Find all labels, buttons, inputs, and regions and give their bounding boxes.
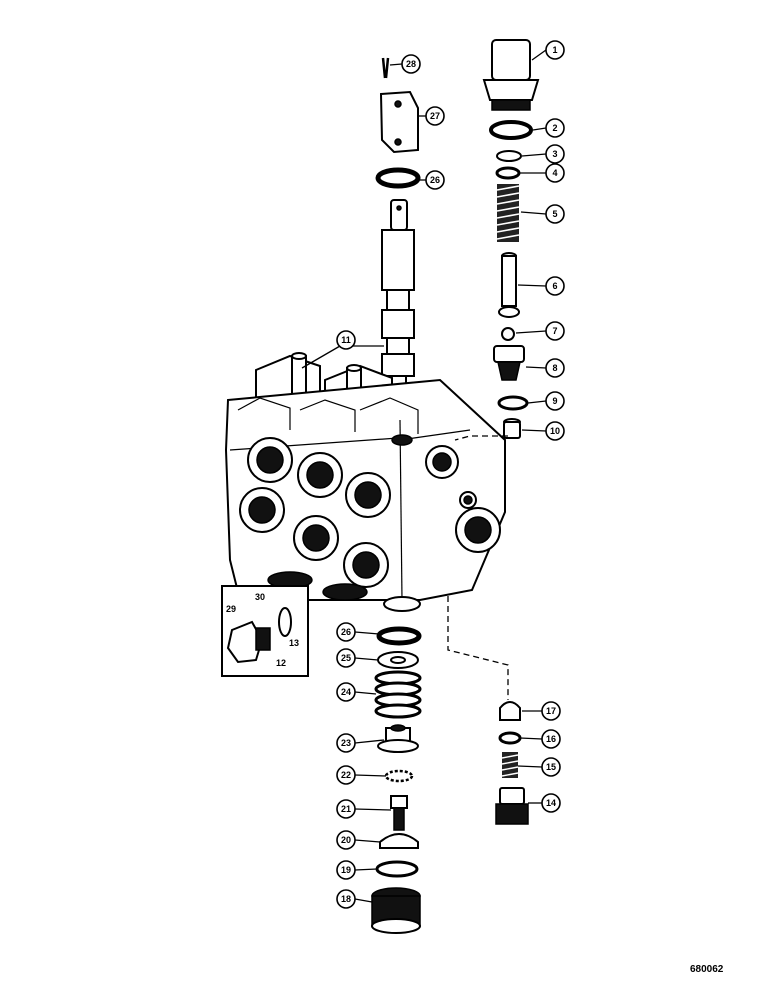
part-cap bbox=[482, 39, 540, 111]
callout-11: 11 bbox=[336, 330, 356, 350]
part-ring bbox=[496, 150, 522, 162]
svg-text:1: 1 bbox=[552, 45, 557, 55]
svg-text:18: 18 bbox=[341, 894, 351, 904]
part-seal-lower bbox=[376, 626, 422, 646]
inset-label-29: 29 bbox=[226, 604, 236, 614]
callout-19: 19 bbox=[336, 860, 356, 880]
callout-3: 3 bbox=[545, 144, 565, 164]
svg-text:7: 7 bbox=[552, 326, 557, 336]
svg-text:28: 28 bbox=[406, 59, 416, 69]
inset-label-30: 30 bbox=[255, 592, 265, 602]
inset-label-13: 13 bbox=[289, 638, 299, 648]
part-seal-upper bbox=[375, 167, 421, 189]
callout-23: 23 bbox=[336, 733, 356, 753]
figure-code: 680062 bbox=[690, 964, 724, 975]
callout-27: 27 bbox=[425, 106, 445, 126]
inset-box: 29 30 13 12 bbox=[221, 585, 309, 677]
part-check-plug bbox=[495, 787, 529, 825]
svg-text:21: 21 bbox=[341, 804, 351, 814]
part-valve-body bbox=[224, 352, 506, 612]
part-poppet bbox=[499, 701, 521, 721]
svg-text:11: 11 bbox=[341, 335, 351, 345]
callouts: 1 2 3 4 5 6 7 8 9 10 11 14 15 16 17 18 1… bbox=[336, 40, 565, 909]
svg-text:16: 16 bbox=[546, 734, 556, 744]
callout-8: 8 bbox=[545, 358, 565, 378]
callout-26-lower: 26 bbox=[336, 622, 356, 642]
svg-text:26: 26 bbox=[430, 175, 440, 185]
callout-28: 28 bbox=[401, 54, 421, 74]
svg-text:20: 20 bbox=[341, 835, 351, 845]
part-washer-lower bbox=[377, 651, 419, 669]
svg-text:24: 24 bbox=[341, 687, 351, 697]
callout-14: 14 bbox=[541, 793, 561, 813]
callout-18: 18 bbox=[336, 889, 356, 909]
callout-25: 25 bbox=[336, 648, 356, 668]
svg-text:23: 23 bbox=[341, 738, 351, 748]
callout-4: 4 bbox=[545, 163, 565, 183]
part-ball bbox=[501, 327, 515, 341]
svg-text:26: 26 bbox=[341, 627, 351, 637]
part-cotter-pin bbox=[381, 57, 390, 79]
svg-text:14: 14 bbox=[546, 798, 556, 808]
part-seat bbox=[493, 345, 525, 381]
part-plug bbox=[503, 418, 521, 439]
part-spool bbox=[381, 199, 415, 387]
part-spool-cap bbox=[371, 887, 421, 934]
callout-9: 9 bbox=[545, 391, 565, 411]
callout-1: 1 bbox=[545, 40, 565, 60]
svg-text:2: 2 bbox=[552, 123, 557, 133]
dashed-relief-line-lower bbox=[447, 596, 509, 700]
svg-text:5: 5 bbox=[552, 209, 557, 219]
part-cap-screw bbox=[390, 795, 408, 831]
callout-20: 20 bbox=[336, 830, 356, 850]
callout-17: 17 bbox=[541, 701, 561, 721]
svg-text:4: 4 bbox=[552, 168, 557, 178]
svg-text:9: 9 bbox=[552, 396, 557, 406]
part-o-ring-lower bbox=[375, 860, 419, 878]
part-washer bbox=[489, 120, 533, 140]
dashed-relief-line bbox=[454, 435, 508, 441]
svg-text:15: 15 bbox=[546, 762, 556, 772]
callout-26-upper: 26 bbox=[425, 170, 445, 190]
callout-22: 22 bbox=[336, 765, 356, 785]
part-spring bbox=[496, 184, 520, 242]
part-end-cap bbox=[379, 833, 419, 849]
part-pin bbox=[498, 252, 520, 318]
svg-text:8: 8 bbox=[552, 363, 557, 373]
part-retainer bbox=[495, 166, 521, 180]
part-check-spring bbox=[501, 752, 519, 778]
inset-label-12: 12 bbox=[276, 658, 286, 668]
callout-15: 15 bbox=[541, 757, 561, 777]
svg-text:19: 19 bbox=[341, 865, 351, 875]
svg-text:3: 3 bbox=[552, 149, 557, 159]
svg-text:22: 22 bbox=[341, 770, 351, 780]
svg-text:10: 10 bbox=[550, 426, 560, 436]
svg-text:17: 17 bbox=[546, 706, 556, 716]
callout-10: 10 bbox=[545, 421, 565, 441]
callout-2: 2 bbox=[545, 118, 565, 138]
callout-21: 21 bbox=[336, 799, 356, 819]
svg-text:6: 6 bbox=[552, 281, 557, 291]
part-centering-spring bbox=[374, 670, 422, 719]
svg-text:25: 25 bbox=[341, 653, 351, 663]
callout-24: 24 bbox=[336, 682, 356, 702]
callout-7: 7 bbox=[545, 321, 565, 341]
part-lock-washer bbox=[384, 769, 414, 783]
part-o-ring-check bbox=[498, 731, 522, 745]
part-o-ring bbox=[497, 395, 529, 411]
callout-6: 6 bbox=[545, 276, 565, 296]
svg-text:27: 27 bbox=[430, 111, 440, 121]
part-clevis bbox=[379, 90, 419, 154]
leader-lines bbox=[301, 49, 547, 903]
part-spring-cup bbox=[377, 724, 419, 753]
callout-5: 5 bbox=[545, 204, 565, 224]
callout-16: 16 bbox=[541, 729, 561, 749]
